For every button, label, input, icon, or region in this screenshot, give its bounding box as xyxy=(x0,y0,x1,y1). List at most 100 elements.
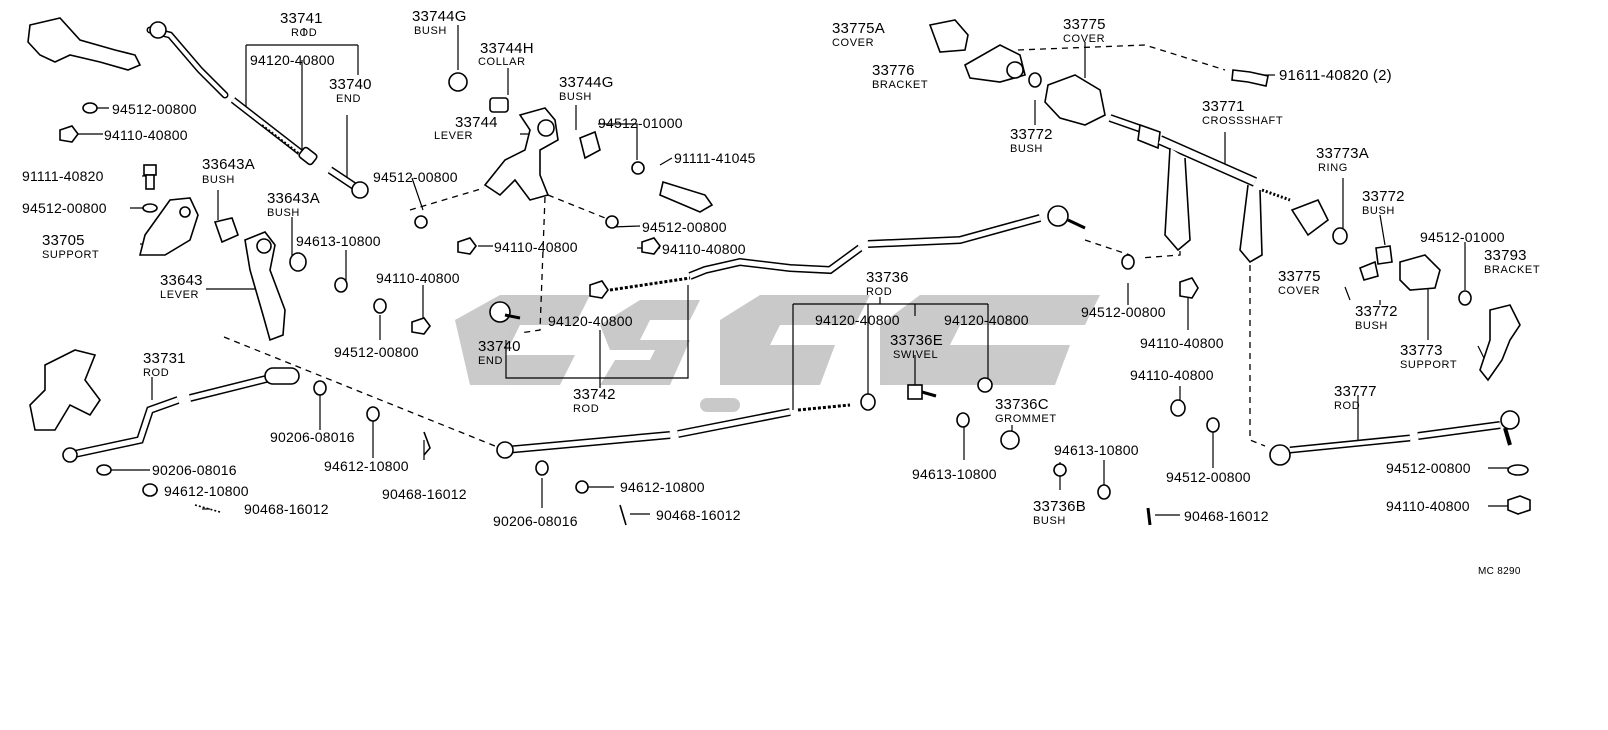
callout-33744g-b-name: BUSH xyxy=(559,91,592,103)
part-number: 94613-10800 xyxy=(912,466,997,482)
drawing-code: MC 8290 xyxy=(1478,566,1521,577)
part-number: 94110-40800 xyxy=(1140,335,1224,351)
part-number: 90468-16012 xyxy=(244,501,329,517)
callout-33643a-number: 33643A xyxy=(202,156,255,173)
watermark-logo xyxy=(455,295,1100,412)
callout-33777-name: ROD xyxy=(1334,400,1361,412)
callout-33740-a-name: END xyxy=(336,93,362,105)
part-number: 94612-10800 xyxy=(164,483,249,499)
callout-33776-name: BRACKET xyxy=(872,79,929,91)
callout-33741-number: 33741 xyxy=(280,10,323,27)
callout-33772-a-name: BUSH xyxy=(1010,143,1043,155)
part-number: 94512-00800 xyxy=(642,219,727,235)
callout-33736c-name: GROMMET xyxy=(995,413,1057,425)
part-number: 94120-40800 xyxy=(944,312,1029,328)
callout-33740-b-name: END xyxy=(478,355,504,367)
part-number: 90206-08016 xyxy=(493,513,578,529)
part-number: 94512-01000 xyxy=(598,115,683,131)
callout-33775a-number: 33775A xyxy=(832,20,885,37)
callout-33705-name: SUPPORT xyxy=(42,249,100,261)
callout-33793-number: 33793 xyxy=(1484,247,1527,264)
part-number: 94613-10800 xyxy=(1054,442,1139,458)
part-number: 94512-00800 xyxy=(1386,460,1471,476)
part-number: 94110-40800 xyxy=(376,270,460,286)
callout-33736-name: ROD xyxy=(866,286,893,298)
part-number: 94110-40800 xyxy=(104,127,188,143)
callout-33731-number: 33731 xyxy=(143,350,186,367)
assembly-guide-lines xyxy=(223,44,1266,447)
callout-33736b-name: BUSH xyxy=(1033,515,1066,527)
callout-33775-a-number: 33775 xyxy=(1063,16,1106,33)
callout-33772-c-number: 33772 xyxy=(1355,303,1398,320)
part-number: 90468-16012 xyxy=(656,507,741,523)
callout-33740-b-number: 33740 xyxy=(478,338,521,355)
part-number: 94512-00800 xyxy=(1081,304,1166,320)
callout-33772-b-number: 33772 xyxy=(1362,188,1405,205)
callout-33740-a-number: 33740 xyxy=(329,76,372,93)
callout-33742-number: 33742 xyxy=(573,386,616,403)
part-number: 94120-40800 xyxy=(250,52,335,68)
part-number: 94612-10800 xyxy=(324,458,409,474)
callout-33744-name: LEVER xyxy=(434,130,474,142)
callout-33772-c-name: BUSH xyxy=(1355,320,1388,332)
callout-33777-number: 33777 xyxy=(1334,383,1377,400)
callout-33741-name: ROD xyxy=(291,27,318,39)
part-number: 94120-40800 xyxy=(548,313,633,329)
callout-33736-number: 33736 xyxy=(866,269,909,286)
part-number: 91111-41045 xyxy=(674,150,756,166)
callout-33773a-number: 33773A xyxy=(1316,145,1369,162)
callout-33643a-b-name: BUSH xyxy=(267,207,300,219)
part-number: 94110-40800 xyxy=(662,241,746,257)
part-shapes xyxy=(27,17,1531,526)
part-number: 90468-16012 xyxy=(1184,508,1269,524)
callout-33776-number: 33776 xyxy=(872,62,915,79)
part-number: 94110-40800 xyxy=(1386,498,1470,514)
callout-33771-number: 33771 xyxy=(1202,98,1245,115)
part-number: 94120-40800 xyxy=(815,312,900,328)
callout-33643-number: 33643 xyxy=(160,272,203,289)
callout-33736e-number: 33736E xyxy=(890,332,943,349)
callout-33643a-b-number: 33643A xyxy=(267,190,320,207)
part-number: 94110-40800 xyxy=(1130,367,1214,383)
leader-lines xyxy=(72,25,1510,516)
part-number: 94512-00800 xyxy=(112,101,197,117)
callout-33744g-b-number: 33744G xyxy=(559,74,614,91)
callout-33773a-name: RING xyxy=(1318,162,1348,174)
part-number: 94512-00800 xyxy=(1166,469,1251,485)
callout-33643a-name: BUSH xyxy=(202,174,235,186)
callout-33772-a-number: 33772 xyxy=(1010,126,1053,143)
part-number: 90206-08016 xyxy=(270,429,355,445)
callout-33731-name: ROD xyxy=(143,367,170,379)
callout-33775-b-name: COVER xyxy=(1278,285,1321,297)
callout-33771-name: CROSSSHAFT xyxy=(1202,115,1284,127)
callout-33744g-name: BUSH xyxy=(414,25,447,37)
part-number: 94613-10800 xyxy=(296,233,381,249)
part-number: 91611-40820 (2) xyxy=(1279,67,1392,84)
part-number: 91111-40820 xyxy=(22,168,104,184)
callout-33744h-number: 33744H xyxy=(480,40,534,57)
callout-33736e-name: SWIVEL xyxy=(893,349,939,361)
part-number: 94512-00800 xyxy=(373,169,458,185)
part-number: 94512-00800 xyxy=(22,200,107,216)
callout-33775-a-name: COVER xyxy=(1063,33,1106,45)
callout-33775a-name: COVER xyxy=(832,37,875,49)
callout-33744g-number: 33744G xyxy=(412,8,467,25)
callout-33793-name: BRACKET xyxy=(1484,264,1541,276)
part-number: 94512-00800 xyxy=(334,344,419,360)
part-number: 94512-01000 xyxy=(1420,229,1505,245)
callout-33736b-number: 33736B xyxy=(1033,498,1086,515)
callout-33773-name: SUPPORT xyxy=(1400,359,1458,371)
callout-33742-name: ROD xyxy=(573,403,600,415)
part-number: 94612-10800 xyxy=(620,479,705,495)
callout-33744h-name: COLLAR xyxy=(478,56,526,68)
callout-33736c-number: 33736C xyxy=(995,396,1049,413)
part-number: 94110-40800 xyxy=(494,239,578,255)
part-number: 90206-08016 xyxy=(152,462,237,478)
callout-33775-b-number: 33775 xyxy=(1278,268,1321,285)
callout-33773-number: 33773 xyxy=(1400,342,1443,359)
callout-33744-number: 33744 xyxy=(455,114,498,131)
callout-33772-b-name: BUSH xyxy=(1362,205,1395,217)
callout-33705-number: 33705 xyxy=(42,232,85,249)
